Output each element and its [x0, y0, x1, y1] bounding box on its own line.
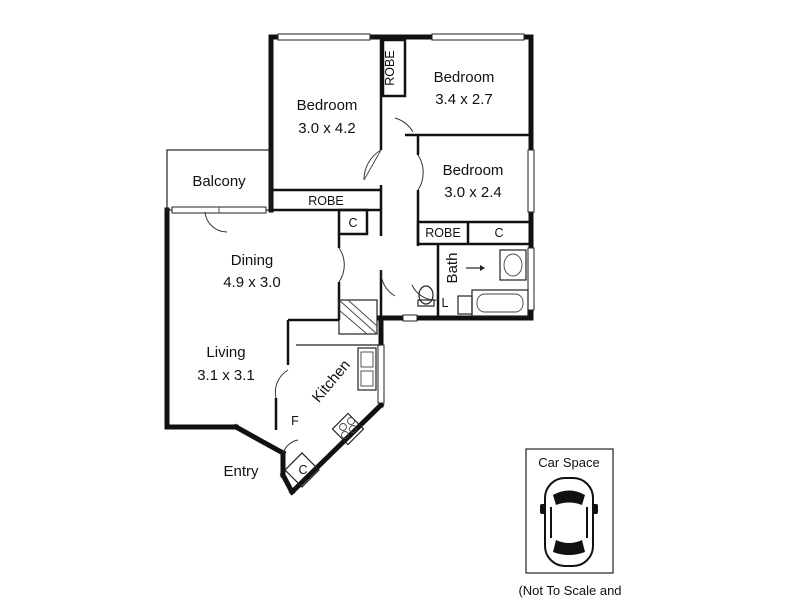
door-swing: [380, 269, 396, 297]
room-name-bath: Bath: [444, 253, 461, 284]
room-name-balcony: Balcony: [192, 173, 246, 190]
room-name-kitchen: Kitchen: [309, 357, 354, 406]
car-space-box: [525, 448, 614, 574]
cupboard-label-entry: C: [298, 463, 307, 477]
laundry-label: L: [442, 296, 449, 310]
room-name-bedroom-main: Bedroom: [297, 97, 358, 114]
room-size-bedroom-2: 3.4 x 2.7: [435, 91, 493, 108]
laundry-hatch: [338, 299, 378, 335]
scale-note: (Not To Scale and: [518, 583, 621, 598]
fridge-label: F: [291, 414, 299, 428]
arrow-head-icon: [480, 265, 485, 271]
vanity: [499, 249, 527, 281]
car-icon: [540, 477, 598, 567]
window: [431, 33, 525, 41]
window: [377, 344, 385, 404]
burner: [341, 431, 349, 439]
car-space-title: Car Space: [538, 455, 599, 470]
cupboard-outline: [337, 208, 369, 236]
door-swing: [363, 149, 382, 181]
laundry-cupboard: [338, 299, 378, 335]
exterior-wall: [279, 471, 296, 496]
laundry-hatch: [338, 309, 368, 335]
room-name-dining: Dining: [231, 252, 274, 269]
door-swing: [394, 117, 414, 133]
laundry-tub: [457, 295, 473, 315]
room-size-bedroom-main: 3.0 x 4.2: [298, 120, 356, 137]
toilet-bowl: [418, 285, 434, 305]
exterior-wall: [232, 423, 287, 457]
cupboard-label-bedroom-3: C: [494, 226, 503, 240]
window: [402, 314, 418, 322]
door-swing: [204, 211, 228, 233]
room-name-bedroom-3: Bedroom: [443, 162, 504, 179]
robe-label-main: ROBE: [308, 194, 343, 208]
robe-label-bedroom-2: ROBE: [383, 50, 397, 85]
room-name-bedroom-2: Bedroom: [434, 69, 495, 86]
door-swing: [417, 154, 424, 191]
robe-label-bedroom-3: ROBE: [425, 226, 460, 240]
room-size-bedroom-3: 3.0 x 2.4: [444, 184, 502, 201]
exterior-wall: [288, 401, 385, 496]
burner: [339, 423, 347, 431]
cupboard-label-linen: C: [348, 216, 357, 230]
bathtub-inner: [476, 293, 524, 313]
door-swing: [411, 284, 439, 301]
door-swing: [282, 439, 299, 454]
window: [277, 33, 371, 41]
entry-label: Entry: [223, 463, 259, 480]
room-size-dining: 4.9 x 3.0: [223, 274, 281, 291]
burner: [347, 417, 355, 425]
sink-bowl: [360, 370, 374, 387]
laundry-hatch: [347, 299, 378, 327]
cooktop: [331, 412, 365, 446]
robe-outline: [416, 220, 533, 246]
door-swing: [338, 247, 345, 283]
room-size-living: 3.1 x 3.1: [197, 367, 255, 384]
window: [527, 247, 535, 311]
robe-outline: [381, 38, 407, 98]
entry-cupboard: [284, 452, 320, 488]
door-leaf: [363, 149, 382, 181]
sink-bowl: [360, 351, 374, 368]
burner: [349, 425, 357, 433]
toilet-cistern: [417, 299, 435, 307]
door-swing: [274, 369, 289, 399]
window: [527, 149, 535, 213]
basin: [503, 253, 523, 277]
kitchen-sink: [357, 347, 377, 391]
room-name-living: Living: [206, 344, 245, 361]
